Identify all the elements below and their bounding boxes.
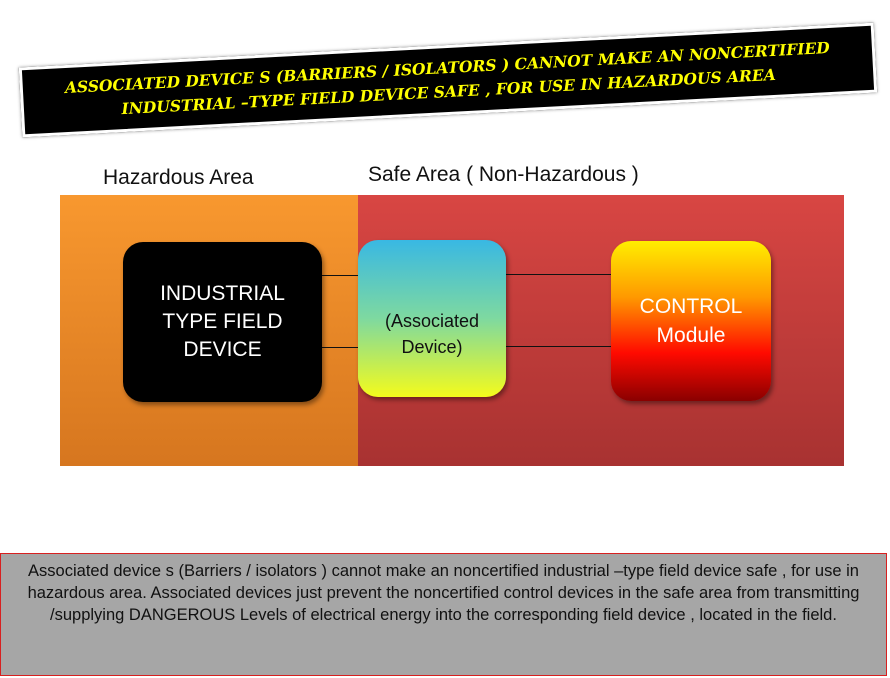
wire-associated-to-control-top — [506, 274, 611, 275]
wire-field-to-associated-bottom — [322, 347, 358, 348]
wire-associated-to-control-bottom — [506, 346, 611, 347]
warning-banner: ASSOCIATED DEVICE S (BARRIERS / ISOLATOR… — [18, 22, 878, 138]
control-module-box: CONTROL Module — [611, 241, 771, 401]
associated-device-line: Device) — [401, 336, 463, 357]
wire-field-to-associated-top — [322, 275, 358, 276]
safe-area-label: Safe Area ( Non-Hazardous ) — [368, 163, 639, 186]
explanation-note: Associated device s (Barriers / isolator… — [0, 553, 887, 676]
field-device-line: INDUSTRIAL — [160, 282, 285, 305]
hazardous-area-label: Hazardous Area — [103, 166, 254, 189]
control-module-line: CONTROL — [639, 295, 743, 318]
field-device-line: DEVICE — [183, 338, 262, 361]
industrial-field-device-box: INDUSTRIAL TYPE FIELD DEVICE — [123, 242, 322, 402]
explanation-text: Associated device s (Barriers / isolator… — [27, 562, 860, 624]
control-module-line: Module — [656, 324, 726, 347]
field-device-line: TYPE FIELD — [162, 310, 283, 333]
associated-device-line: (Associated — [384, 310, 480, 331]
associated-device-box: (Associated Device) — [358, 240, 506, 397]
